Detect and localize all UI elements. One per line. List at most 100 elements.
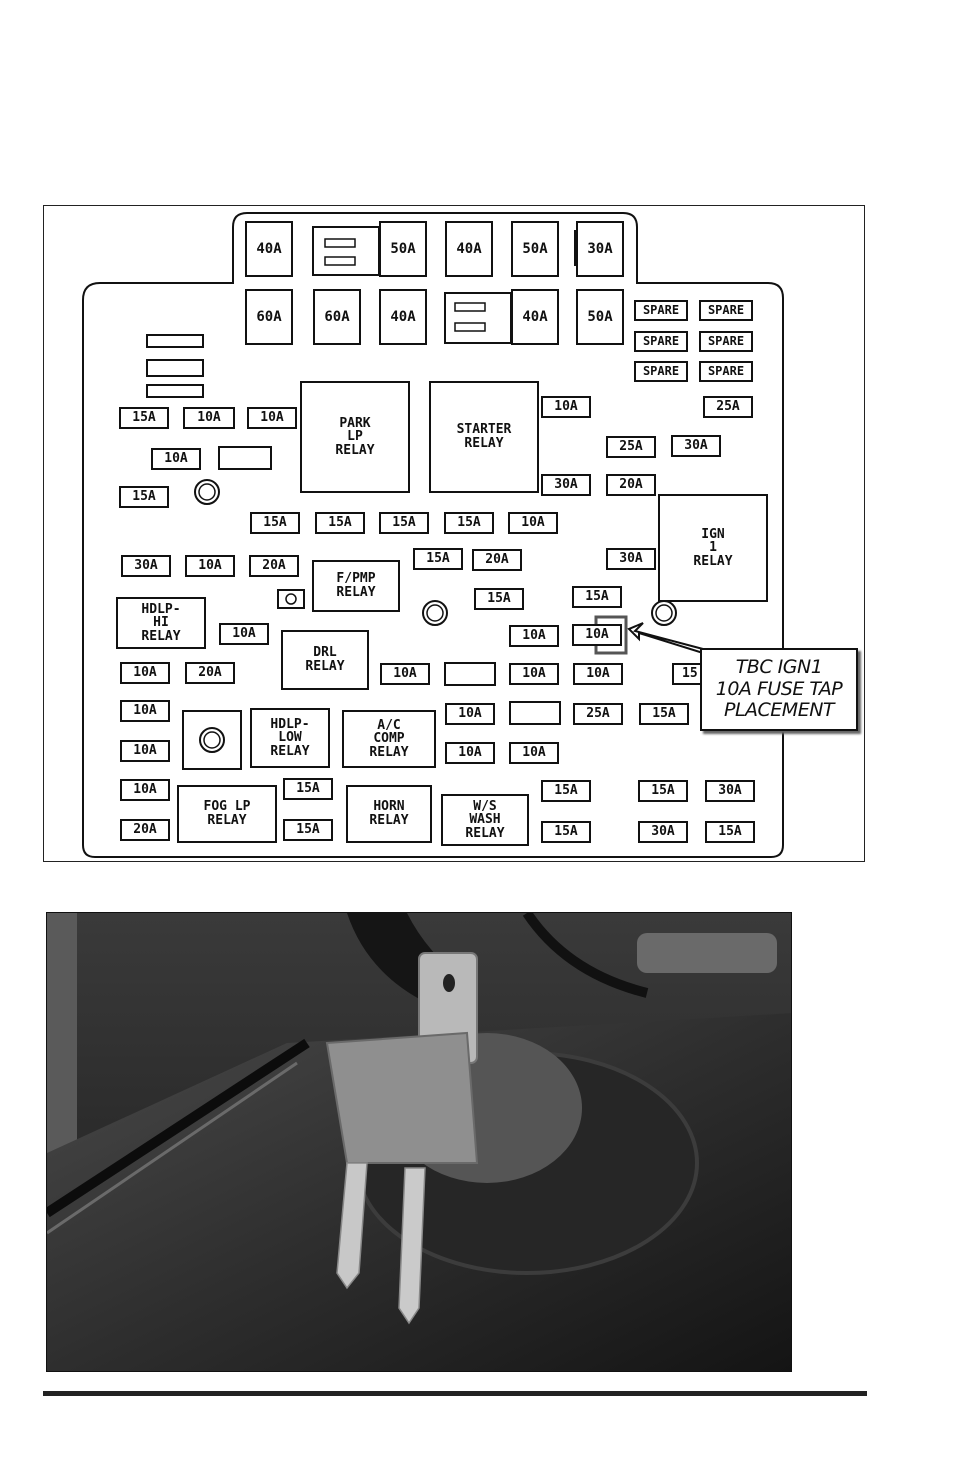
- fuse-50a-top: 50A: [379, 221, 427, 277]
- fuse: 10A: [445, 703, 495, 725]
- fuse: 20A: [185, 662, 235, 684]
- empty-slot-3: [509, 701, 561, 725]
- starter-relay: STARTER RELAY: [429, 381, 539, 493]
- fuse-box-outline: [82, 212, 784, 858]
- fuse: 20A: [249, 555, 299, 577]
- fuse: 15A: [250, 512, 300, 534]
- connector-block-2: [444, 292, 512, 344]
- fuse-50a-top-2: 50A: [511, 221, 559, 277]
- callout-arrow: [627, 622, 704, 655]
- fuse: 15A: [474, 588, 524, 610]
- fuse: 10A: [573, 663, 623, 685]
- fuse-10a-tap-target: 10A: [572, 624, 622, 646]
- fuse: 15A: [444, 512, 494, 534]
- fuse: 30A: [638, 821, 688, 843]
- fuse-tap-photo-illustration: [47, 913, 791, 1371]
- fuse: 15A: [119, 486, 169, 508]
- callout-line-3: PLACEMENT: [723, 699, 835, 722]
- fuse: 30A: [121, 555, 171, 577]
- fuse: 15A: [379, 512, 429, 534]
- fuse: 10A: [541, 396, 591, 418]
- fuse: 15A: [315, 512, 365, 534]
- fuse: 10A: [509, 742, 559, 764]
- fuse-60a: 60A: [245, 289, 293, 345]
- connector-slot: [324, 238, 356, 248]
- slot-1: [146, 334, 204, 348]
- fuse: 15A: [413, 548, 463, 570]
- fuse: 15A: [572, 586, 622, 608]
- spare-fuse: SPARE: [634, 361, 688, 382]
- empty-slot-2: [444, 662, 496, 686]
- mount-hole: [655, 604, 673, 622]
- fuse-40a-mid-2: 40A: [511, 289, 559, 345]
- fuse-60a-2: 60A: [313, 289, 361, 345]
- spare-fuse: SPARE: [699, 300, 753, 321]
- ac-comp-relay: A/C COMP RELAY: [342, 710, 436, 768]
- slot-3: [146, 384, 204, 398]
- fuse-30a-top: 30A: [576, 221, 624, 277]
- fuse: 10A: [120, 700, 170, 722]
- mount-socket: [182, 710, 242, 770]
- fuse: 30A: [606, 548, 656, 570]
- connector-slot: [454, 322, 486, 332]
- fuse: 15A: [119, 407, 169, 429]
- fuse: 20A: [472, 549, 522, 571]
- hdlp-low-relay: HDLP- LOW RELAY: [250, 708, 330, 768]
- mount-hole: [422, 600, 448, 626]
- fuse: 10A: [120, 740, 170, 762]
- fuse: 30A: [705, 780, 755, 802]
- park-lp-relay: PARK LP RELAY: [300, 381, 410, 493]
- callout-line-1: TBC IGN1: [735, 655, 823, 678]
- connector-slot: [454, 302, 486, 312]
- fuse-50a-mid: 50A: [576, 289, 624, 345]
- fuse: 10A: [151, 448, 201, 470]
- fuse: 10A: [509, 625, 559, 647]
- fuse: 15A: [639, 703, 689, 725]
- ws-wash-relay: W/S WASH RELAY: [441, 794, 529, 846]
- hdlp-hi-relay: HDLP- HI RELAY: [116, 597, 206, 649]
- fuse: 30A: [541, 474, 591, 496]
- small-socket: [277, 589, 305, 609]
- fuse: 10A: [445, 742, 495, 764]
- fuse-partially-hidden: 15: [672, 663, 702, 685]
- fuse: 10A: [509, 663, 559, 685]
- fuse: 30A: [671, 435, 721, 457]
- socket-ring-icon: [199, 727, 225, 753]
- connector-block-1: [312, 226, 380, 276]
- fuse: 10A: [183, 407, 235, 429]
- fuse: 15A: [705, 821, 755, 843]
- mount-hole: [426, 604, 444, 622]
- fuse: 10A: [120, 662, 170, 684]
- fuse: 25A: [703, 396, 753, 418]
- page-rule: [43, 1391, 867, 1396]
- fuse-40a-top-2: 40A: [445, 221, 493, 277]
- slot-2: [146, 359, 204, 377]
- fuse: 10A: [185, 555, 235, 577]
- callout-line-2: 10A FUSE TAP: [715, 677, 843, 700]
- fuse: 25A: [573, 703, 623, 725]
- fuse: 20A: [606, 474, 656, 496]
- fuse: 15A: [638, 780, 688, 802]
- empty-slot-1: [218, 446, 272, 470]
- fuse: 15A: [541, 780, 591, 802]
- fuse: 10A: [120, 779, 170, 801]
- fuse: 15A: [283, 819, 333, 841]
- spare-fuse: SPARE: [699, 331, 753, 352]
- fuse-tap-photo: [46, 912, 792, 1372]
- spare-fuse: SPARE: [634, 331, 688, 352]
- fuse-40a-top: 40A: [245, 221, 293, 277]
- fuse: 10A: [508, 512, 558, 534]
- fuse: 10A: [380, 663, 430, 685]
- mount-hole: [194, 479, 220, 505]
- fuse: 10A: [247, 407, 297, 429]
- fuse-40a-mid: 40A: [379, 289, 427, 345]
- fuse-tap-callout: TBC IGN1 10A FUSE TAP PLACEMENT: [700, 648, 858, 731]
- fog-lp-relay: FOG LP RELAY: [177, 785, 277, 843]
- fpmp-relay: F/PMP RELAY: [312, 560, 400, 612]
- ign1-relay: IGN 1 RELAY: [658, 494, 768, 602]
- horn-relay: HORN RELAY: [346, 785, 432, 843]
- fuse: 15A: [283, 778, 333, 800]
- spare-fuse: SPARE: [634, 300, 688, 321]
- connector-slot: [324, 256, 356, 266]
- fuse: 20A: [120, 819, 170, 841]
